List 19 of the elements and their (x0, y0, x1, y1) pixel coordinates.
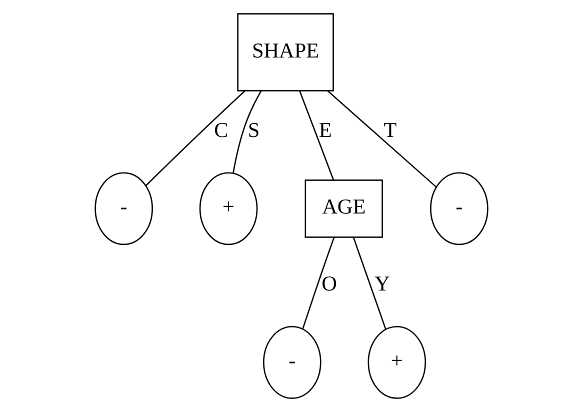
edge-label: O (321, 272, 336, 296)
node-ellipse: + (198, 172, 258, 246)
connector (144, 90, 245, 186)
connector (352, 237, 386, 330)
node-box: SHAPE (236, 13, 334, 92)
edge-label: Y (374, 272, 390, 296)
node-ellipse: - (262, 326, 321, 399)
connector (326, 90, 436, 188)
node-ellipse: - (94, 172, 152, 246)
node-box: AGE (304, 179, 382, 238)
node-ellipse: + (367, 326, 426, 399)
edge-label: E (318, 118, 332, 142)
connector (232, 90, 262, 174)
edge-label: S (247, 118, 260, 142)
edge-label: T (383, 118, 396, 142)
connector (298, 90, 334, 180)
node-ellipse: - (430, 172, 488, 246)
edge-label: C (214, 118, 228, 142)
connector (302, 236, 334, 330)
